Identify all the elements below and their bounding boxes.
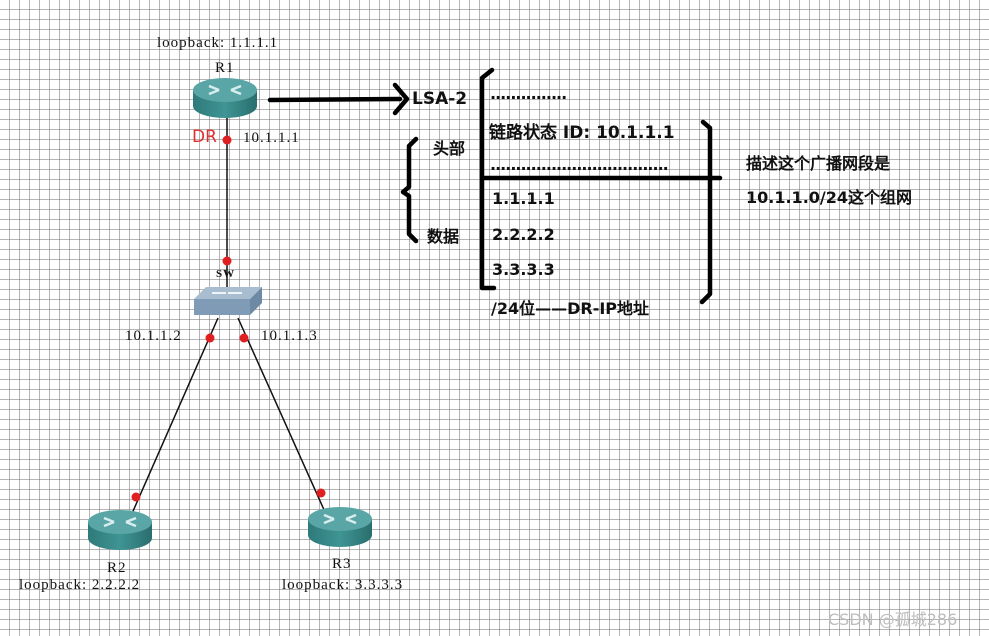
router-r3-icon[interactable] xyxy=(306,505,374,549)
r1-interface-ip: 10.1.1.1 xyxy=(243,130,300,146)
link-sw-r3 xyxy=(237,317,326,513)
right-brace xyxy=(699,119,723,305)
r3-name-label: R3 xyxy=(332,556,352,572)
header-dots-bottom: ................................... xyxy=(490,155,669,174)
arrow-icon xyxy=(267,82,410,116)
sw-name-label: SW xyxy=(216,268,236,280)
r2-name-label: R2 xyxy=(107,560,127,576)
left-brace xyxy=(400,136,419,244)
r2-loopback-label: loopback: 2.2.2.2 xyxy=(19,577,141,593)
header-label: 头部 xyxy=(433,139,466,158)
attached-router-2: 2.2.2.2 xyxy=(492,225,555,244)
link-sw-r2 xyxy=(129,317,219,519)
data-label: 数据 xyxy=(427,227,460,246)
interface-dot-sw-right xyxy=(239,333,249,343)
interface-dot-r1 xyxy=(222,135,232,145)
description-line-1: 描述这个广播网段是 xyxy=(746,154,891,173)
watermark: CSDN @孤城286 xyxy=(828,610,958,629)
r1-loopback-label: loopback: 1.1.1.1 xyxy=(157,35,279,51)
description-line-2: 10.1.1.0/24这个组网 xyxy=(746,188,913,207)
mask-line: /24位——DR-IP地址 xyxy=(491,299,650,318)
router-r2-icon[interactable] xyxy=(86,508,154,552)
r3-loopback-label: loopback: 3.3.3.3 xyxy=(282,577,404,593)
r1-name-label: R1 xyxy=(215,60,235,76)
switch-sw-icon[interactable] xyxy=(192,285,264,317)
dr-label: DR xyxy=(192,127,217,147)
attached-router-3: 3.3.3.3 xyxy=(492,260,555,279)
lsa-title: LSA-2 xyxy=(412,89,468,109)
link-state-id: 链路状态 ID: 10.1.1.1 xyxy=(489,123,675,143)
interface-dot-r2 xyxy=(131,492,141,502)
sw-left-ip: 10.1.1.2 xyxy=(125,328,182,344)
router-r1-icon[interactable] xyxy=(191,76,259,120)
interface-dot-sw-left xyxy=(205,333,215,343)
header-dots-top: ............... xyxy=(490,84,567,103)
interface-dot-r3 xyxy=(316,488,326,498)
sw-right-ip: 10.1.1.3 xyxy=(261,328,318,344)
interface-dot-sw-top xyxy=(222,256,232,266)
lsa-body-bracket xyxy=(479,67,497,291)
attached-router-1: 1.1.1.1 xyxy=(492,189,555,208)
